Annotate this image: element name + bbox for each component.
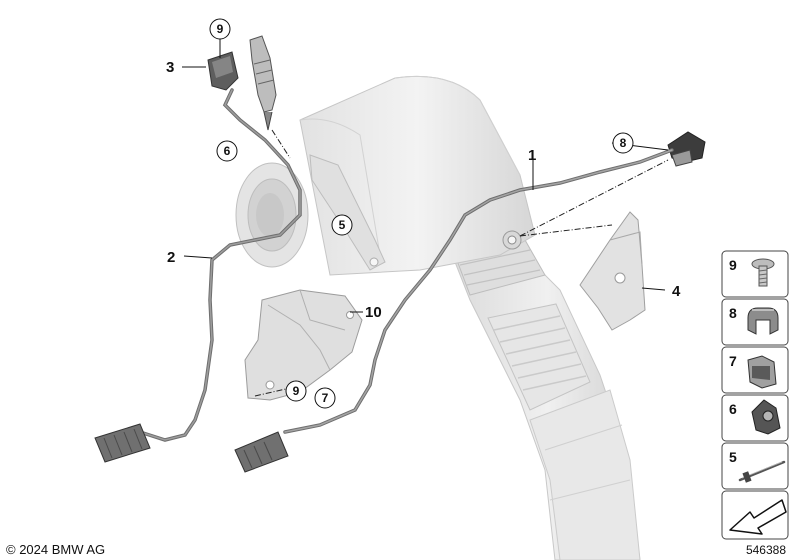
screw-icon xyxy=(751,258,775,287)
circled-callout-8: 8 xyxy=(612,132,634,154)
exhaust-pipe xyxy=(454,239,641,560)
svg-text:5: 5 xyxy=(729,449,737,465)
exhaust-sensor-8 xyxy=(667,131,706,167)
svg-text:9: 9 xyxy=(293,384,300,398)
svg-text:5: 5 xyxy=(339,218,346,232)
copyright-text: © 2024 BMW AG xyxy=(6,542,105,557)
svg-text:8: 8 xyxy=(620,136,627,150)
circled-callout-6: 6 xyxy=(216,140,238,162)
cable-tie-icon xyxy=(738,460,786,483)
wiring-harness-1-outline xyxy=(284,149,673,433)
circled-callout-7: 7 xyxy=(314,387,336,409)
connector-plug-left xyxy=(94,423,151,463)
legend-direction-panel xyxy=(721,490,789,540)
legend-item-9: 9 xyxy=(721,250,789,298)
svg-text:9: 9 xyxy=(729,257,737,273)
exhaust-sensor-3 xyxy=(207,35,277,131)
callout-3: 3 xyxy=(166,59,174,76)
circled-callout-5: 5 xyxy=(331,214,353,236)
svg-text:6: 6 xyxy=(729,401,737,417)
direction-arrow-icon xyxy=(729,499,787,535)
svg-text:6: 6 xyxy=(224,144,231,158)
legend-item-5: 5 xyxy=(721,442,789,490)
cable-clip-icon xyxy=(747,307,779,335)
assembly-lines xyxy=(254,129,669,397)
cable-holder-icon xyxy=(751,399,781,435)
legend-item-6: 6 xyxy=(721,394,789,442)
svg-text:9: 9 xyxy=(217,22,224,36)
connector-plug-middle xyxy=(234,431,289,473)
wiring-harness-2-outline xyxy=(139,89,301,441)
leader-lines xyxy=(182,38,669,313)
heat-shield-left xyxy=(244,289,363,401)
diagram-id: 546388 xyxy=(746,543,786,557)
callout-4: 4 xyxy=(672,283,681,300)
callout-1: 1 xyxy=(528,147,536,164)
clip-nut-icon xyxy=(747,355,777,389)
small-parts-legend: 9 8 7 xyxy=(721,250,789,540)
circled-callout-9-top: 9 xyxy=(209,18,231,40)
legend-item-8: 8 xyxy=(721,298,789,346)
svg-text:7: 7 xyxy=(322,391,329,405)
circled-callout-9-bracket: 9 xyxy=(285,380,307,402)
particulate-filter-housing xyxy=(235,75,536,276)
callout-10: 10 xyxy=(365,304,382,321)
heat-shield-right xyxy=(579,211,646,331)
svg-text:7: 7 xyxy=(729,353,737,369)
svg-text:8: 8 xyxy=(729,305,737,321)
legend-item-7: 7 xyxy=(721,346,789,394)
callout-2: 2 xyxy=(167,249,175,266)
